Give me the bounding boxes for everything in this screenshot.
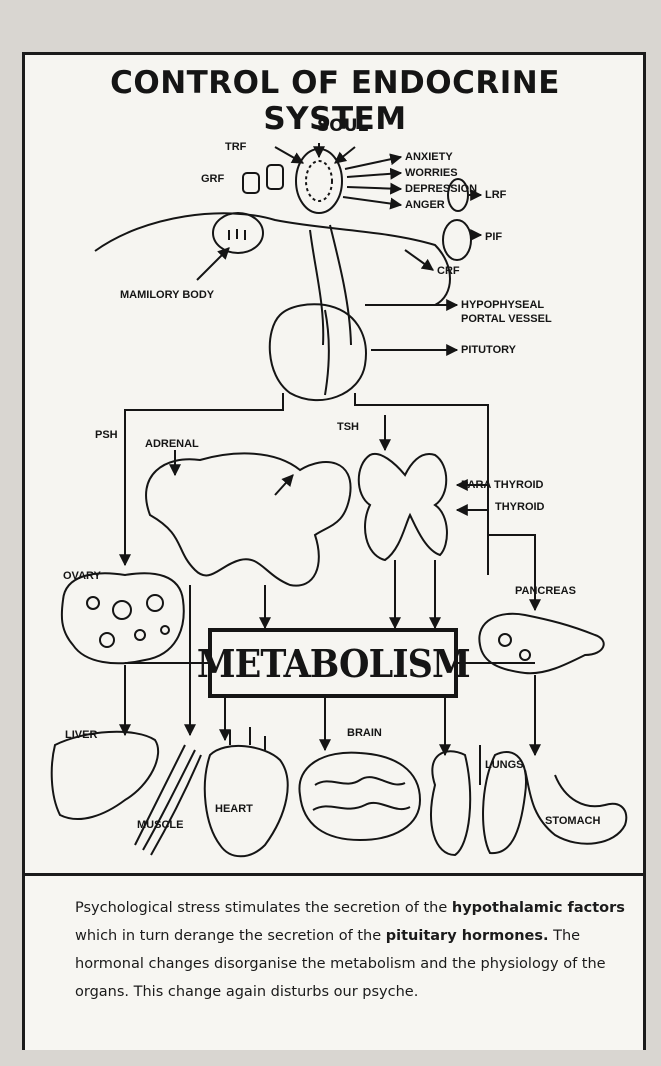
caption-panel: Psychological stress stimulates the secr… — [25, 873, 643, 1050]
thyroid-gland — [359, 454, 447, 560]
label-psh: PSH — [95, 429, 118, 441]
brain — [299, 753, 420, 840]
label-pitutory: PITUTORY — [461, 344, 516, 356]
label-anger: ANGER — [405, 199, 445, 211]
label-portal-vessel: PORTAL VESSEL — [461, 313, 552, 325]
metabolism-box: METABOLISM — [208, 628, 458, 698]
muscle — [135, 745, 201, 855]
label-thyroid: THYROID — [495, 501, 545, 513]
caption-part-1: Psychological stress stimulates the secr… — [75, 900, 452, 916]
label-adrenal: ADRENAL — [145, 438, 199, 450]
lungs — [431, 751, 470, 855]
label-pif: PIF — [485, 231, 502, 243]
label-ovary: OVARY — [63, 570, 101, 582]
adrenal-gland — [146, 453, 351, 585]
heart — [205, 746, 288, 856]
label-soul: SOUL — [317, 120, 368, 132]
label-worries: WORRIES — [405, 167, 458, 179]
label-depression: DEPRESSION — [405, 183, 477, 195]
figure-caption: Psychological stress stimulates the secr… — [75, 894, 635, 1006]
label-trf: TRF — [225, 141, 246, 153]
label-pancreas: PANCREAS — [515, 585, 576, 597]
label-para-thyroid: PARA THYROID — [461, 479, 544, 491]
caption-pituitary-hormones: pituitary hormones. — [386, 928, 549, 944]
endocrine-diagram — [25, 55, 643, 875]
label-crf: CRF — [437, 265, 460, 277]
label-liver: LIVER — [65, 729, 97, 741]
soul-ellipse — [296, 149, 342, 213]
figure-panel: CONTROL OF ENDOCRINE SYSTEM — [22, 52, 646, 1050]
label-lungs: LUNGS — [485, 759, 524, 771]
label-grf: GRF — [201, 173, 224, 185]
pituitary-gland — [270, 304, 366, 400]
label-stomach: STOMACH — [545, 815, 600, 827]
liver — [52, 732, 158, 819]
label-tsh: TSH — [337, 421, 359, 433]
label-lrf: LRF — [485, 189, 506, 201]
pif-gland — [443, 220, 471, 260]
label-anxiety: ANXIETY — [405, 151, 453, 163]
pancreas — [479, 614, 603, 674]
grf-gland — [243, 173, 259, 193]
label-brain: BRAIN — [347, 727, 382, 739]
label-muscle: MUSCLE — [137, 819, 183, 831]
caption-part-2: which in turn derange the secretion of t… — [75, 928, 386, 944]
label-hypophyseal: HYPOPHYSEAL — [461, 299, 544, 311]
caption-hypothalamic-factors: hypothalamic factors — [452, 900, 625, 916]
label-mamilory-body: MAMILORY BODY — [120, 289, 214, 301]
label-heart: HEART — [215, 803, 253, 815]
stomach — [525, 770, 626, 844]
trf-gland — [267, 165, 283, 189]
label-metabolism: METABOLISM — [197, 641, 470, 686]
